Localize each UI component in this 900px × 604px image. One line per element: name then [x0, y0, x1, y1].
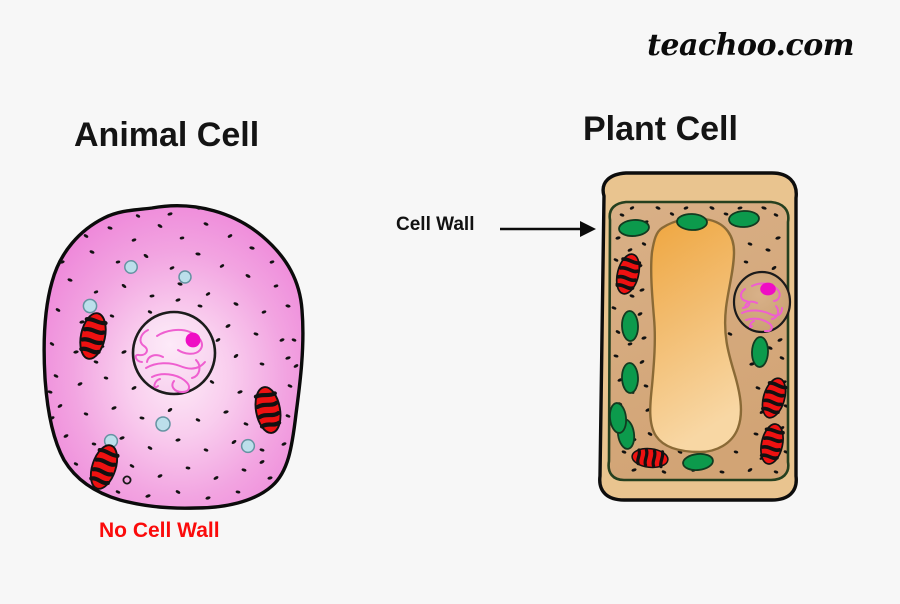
- plant-nucleolus: [760, 282, 776, 296]
- plant-nucleus: [732, 270, 792, 334]
- plant-chromatin: [740, 282, 783, 333]
- animal-vesicles: [82, 260, 256, 485]
- plant-cell-figure: [598, 171, 798, 502]
- animal-ribosome-speckles: [47, 206, 299, 500]
- animal-nucleolus: [185, 332, 201, 348]
- cell-wall-callout-arrow: [500, 221, 596, 237]
- animal-nucleus: [131, 310, 217, 396]
- no-cell-wall-caption: No Cell Wall: [99, 519, 220, 542]
- plant-central-vacuole: [649, 217, 743, 454]
- animal-cell-title: Animal Cell: [74, 116, 260, 154]
- animal-chromatin: [134, 328, 206, 394]
- watermark: teachoo.com: [647, 28, 854, 63]
- cell-wall-label: Cell Wall: [396, 214, 475, 235]
- animal-cell-figure: [42, 204, 305, 510]
- plant-cell-title: Plant Cell: [583, 110, 738, 148]
